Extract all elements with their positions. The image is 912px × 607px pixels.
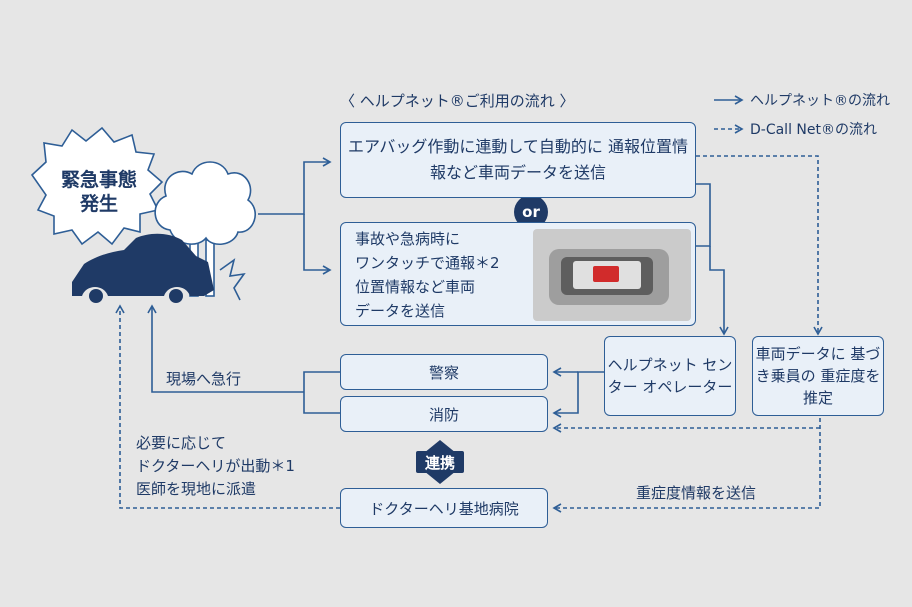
- arrow-to-auto: [258, 157, 332, 215]
- arrow-rush: [147, 304, 304, 393]
- cooperation-arrow: [416, 440, 464, 484]
- ambulance-icon: [593, 266, 619, 282]
- auto-notify-box: エアバッグ作動に連動して自動的に 通報位置情報など車両データを送信: [340, 122, 696, 198]
- hospital-box: ドクターヘリ基地病院: [340, 488, 548, 528]
- heli-label: 必要に応じて ドクターヘリが出動＊1 医師を現地に派遣: [136, 434, 295, 498]
- cooperation-label: 連携: [424, 453, 455, 472]
- arrow-to-manual: [303, 214, 332, 275]
- burst-icon: [30, 126, 164, 246]
- manual-notify-text: 事故や急病時に ワンタッチで通報＊2 位置情報など車両 データを送信: [355, 230, 500, 320]
- dashed-to-hospital: [552, 418, 821, 513]
- or-label: or: [522, 203, 540, 221]
- severity-estimate-box: 車両データに 基づき乗員の 重症度を推定: [752, 336, 884, 416]
- legend-dashed-label: D-Call Net®の流れ: [750, 122, 877, 138]
- severity-send-label: 重症度情報を送信: [636, 484, 757, 502]
- sos-button-photo: [533, 229, 691, 321]
- or-circle: [514, 195, 548, 229]
- impact-icon: [219, 258, 246, 301]
- police-box: 警察: [340, 354, 548, 390]
- legend-solid-label: ヘルプネット®の流れ: [750, 93, 890, 109]
- car-icon: [72, 233, 214, 303]
- dashed-to-estimate: [696, 155, 823, 336]
- page-title: 〈 ヘルプネット®ご利用の流れ 〉: [340, 92, 575, 110]
- fire-box: 消防: [340, 396, 548, 432]
- arrow-to-fire: [552, 371, 604, 418]
- rush-label: 現場へ急行: [166, 370, 242, 388]
- arrow-to-center: [709, 246, 729, 336]
- manual-notify-box: 事故や急病時に ワンタッチで通報＊2 位置情報など車両 データを送信: [340, 222, 696, 326]
- emergency-label: 緊急事態 発生: [60, 169, 137, 215]
- help-center-box: ヘルプネット センター オペレーター: [604, 336, 736, 416]
- merge-bracket: [696, 183, 711, 247]
- agency-bracket: [303, 371, 340, 414]
- dashed-heli-arrow: [115, 304, 340, 509]
